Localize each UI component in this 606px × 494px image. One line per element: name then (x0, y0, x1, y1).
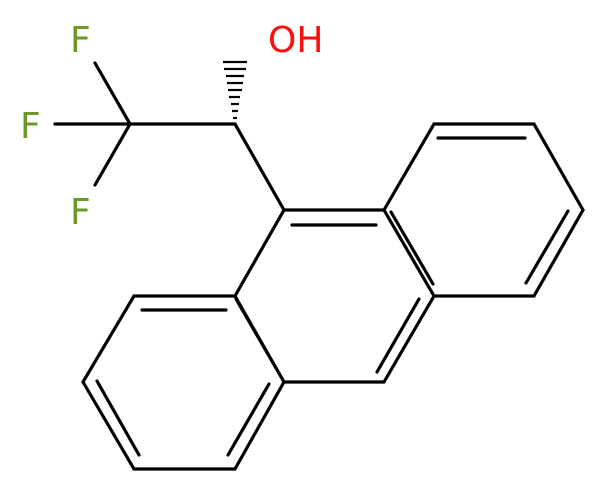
fluorine-top-label: F (70, 20, 91, 61)
hydroxyl-label: OH (268, 20, 323, 61)
bond-ring (233, 380, 286, 471)
bond-ring (81, 380, 136, 471)
bond-chiral-ring (233, 122, 286, 212)
bond-ring (532, 122, 585, 212)
bond-ring (382, 208, 436, 298)
bond-double-inner (95, 379, 141, 457)
bond-double-inner (389, 210, 435, 286)
bond-c-f-bottom (93, 122, 132, 187)
bond-ring (532, 208, 585, 298)
fluorine-bottom-label: F (70, 192, 91, 233)
fluorine-mid-label: F (20, 106, 41, 147)
bond-double-inner (524, 209, 570, 285)
stereo-hashed-wedge (223, 60, 247, 120)
bond-ring (233, 208, 286, 298)
bond-ring (382, 294, 436, 384)
bonds (53, 61, 585, 471)
bond-c-f-top (93, 61, 132, 126)
bond-double-inner (234, 297, 278, 370)
bond-ring (81, 294, 136, 384)
bond-double-inner (375, 297, 421, 374)
bond-double-inner (226, 382, 271, 457)
bond-ring (382, 122, 436, 212)
